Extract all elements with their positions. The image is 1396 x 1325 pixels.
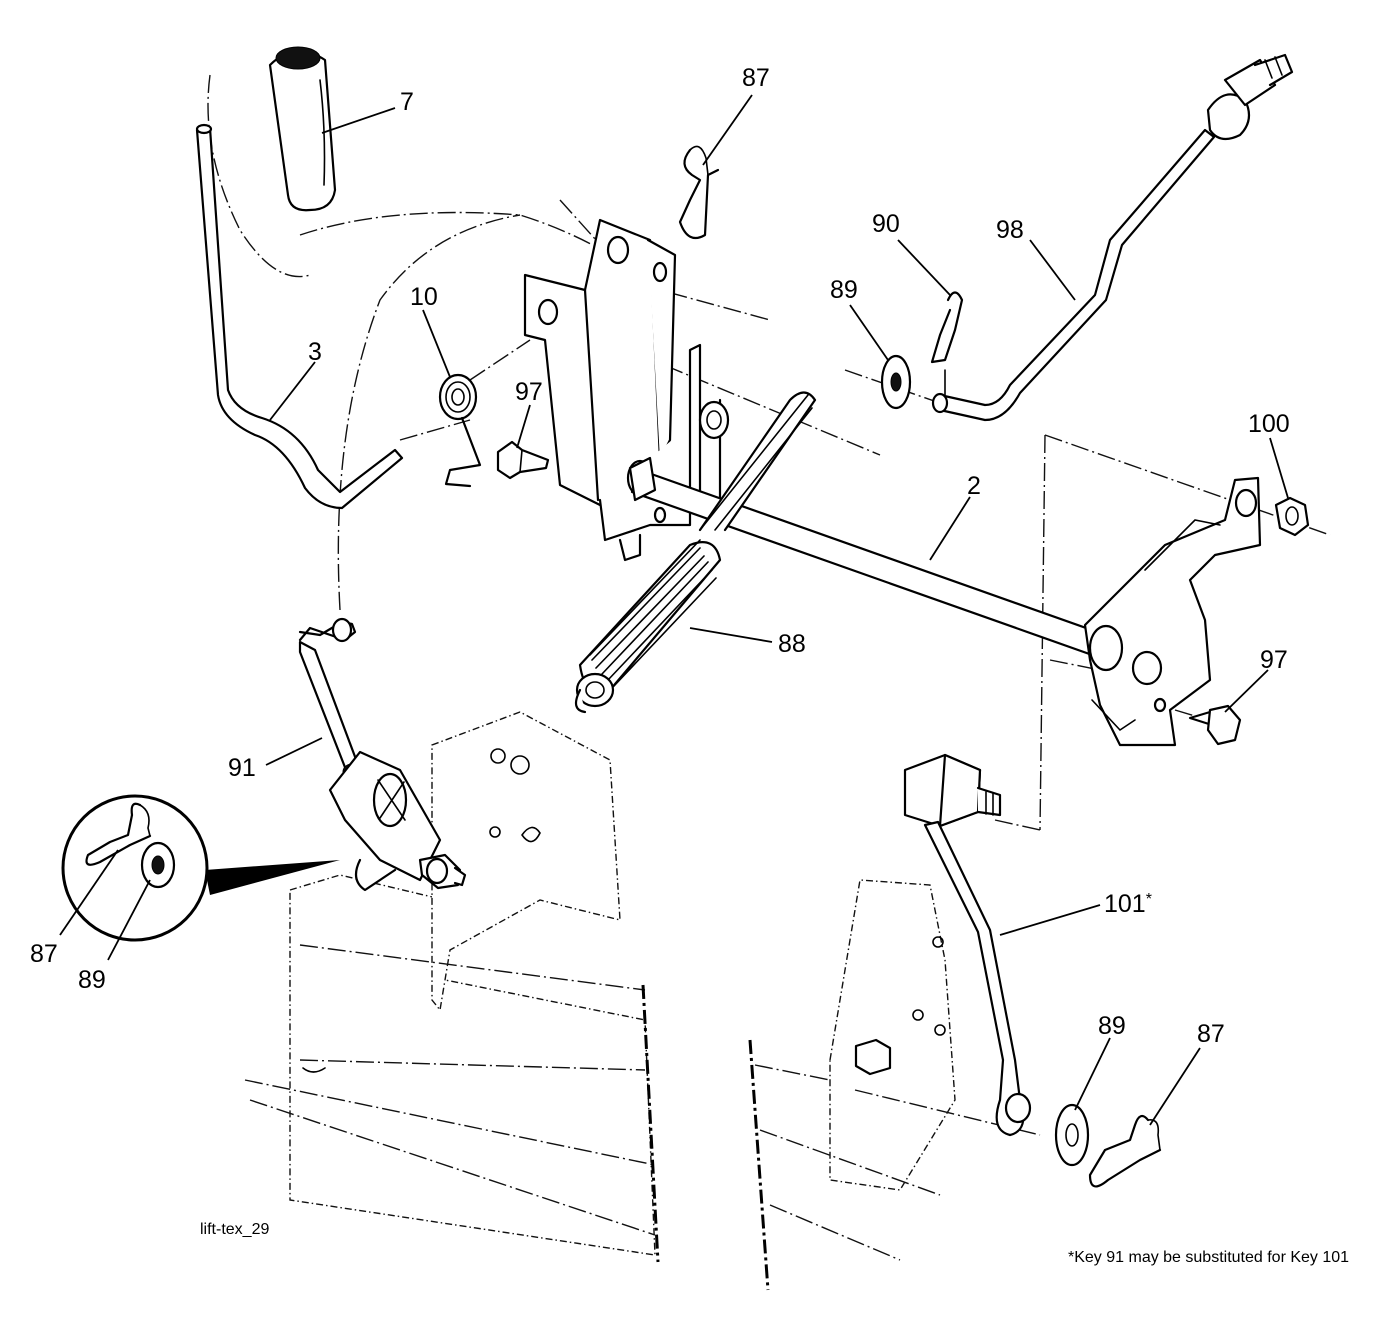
lift-arm-101 xyxy=(903,753,1032,1137)
callout-91: 91 xyxy=(228,754,256,782)
callout-10: 10 xyxy=(410,283,438,311)
lift-arm-91 xyxy=(298,617,467,892)
callout-97-upper: 97 xyxy=(515,378,543,406)
washer-89-upper xyxy=(880,354,912,410)
callout-89-top: 89 xyxy=(830,276,858,304)
hair-pin-90 xyxy=(930,291,964,396)
callout-100: 100 xyxy=(1248,410,1290,438)
upper-pivot-bracket xyxy=(523,218,730,562)
footnote: *Key 91 may be substituted for Key 101 xyxy=(1068,1249,1349,1266)
spring-88 xyxy=(574,391,817,714)
callout-87-top: 87 xyxy=(742,64,770,92)
right-deck-bracket xyxy=(748,879,956,1291)
callout-89-lower: 89 xyxy=(1098,1012,1126,1040)
leader-lines xyxy=(59,94,1289,1126)
callout-90: 90 xyxy=(872,210,900,238)
detail-callout-circle xyxy=(61,794,340,942)
hair-pin-87-upper xyxy=(678,145,720,240)
left-deck-bracket xyxy=(244,711,660,1263)
callout-7: 7 xyxy=(400,88,414,116)
adjust-rod-98 xyxy=(931,53,1294,422)
callout-87-detail: 87 xyxy=(30,940,58,968)
callout-labels: 7 87 90 98 89 10 3 97 100 2 88 97 91 101… xyxy=(30,64,1290,1048)
lift-handle-rod-3 xyxy=(195,123,404,510)
hair-pin-87-lower xyxy=(1088,1114,1162,1188)
bolt-97-upper xyxy=(496,440,550,480)
right-lift-arm xyxy=(1083,476,1262,747)
torsion-spring-10 xyxy=(438,373,482,488)
callout-87-lower: 87 xyxy=(1197,1020,1225,1048)
nut-100 xyxy=(1274,496,1310,537)
callout-97-right: 97 xyxy=(1260,646,1288,674)
callout-2: 2 xyxy=(967,472,981,500)
callout-88: 88 xyxy=(778,630,806,658)
callout-89-detail: 89 xyxy=(78,966,106,994)
callout-3: 3 xyxy=(308,338,322,366)
callout-101: 101* xyxy=(1104,890,1152,918)
washer-89-lower xyxy=(1054,1103,1090,1167)
bolt-97-right xyxy=(1188,704,1242,746)
callout-98: 98 xyxy=(996,216,1024,244)
handle-grip-7 xyxy=(207,46,337,278)
figure-id: lift-tex_29 xyxy=(200,1221,269,1238)
